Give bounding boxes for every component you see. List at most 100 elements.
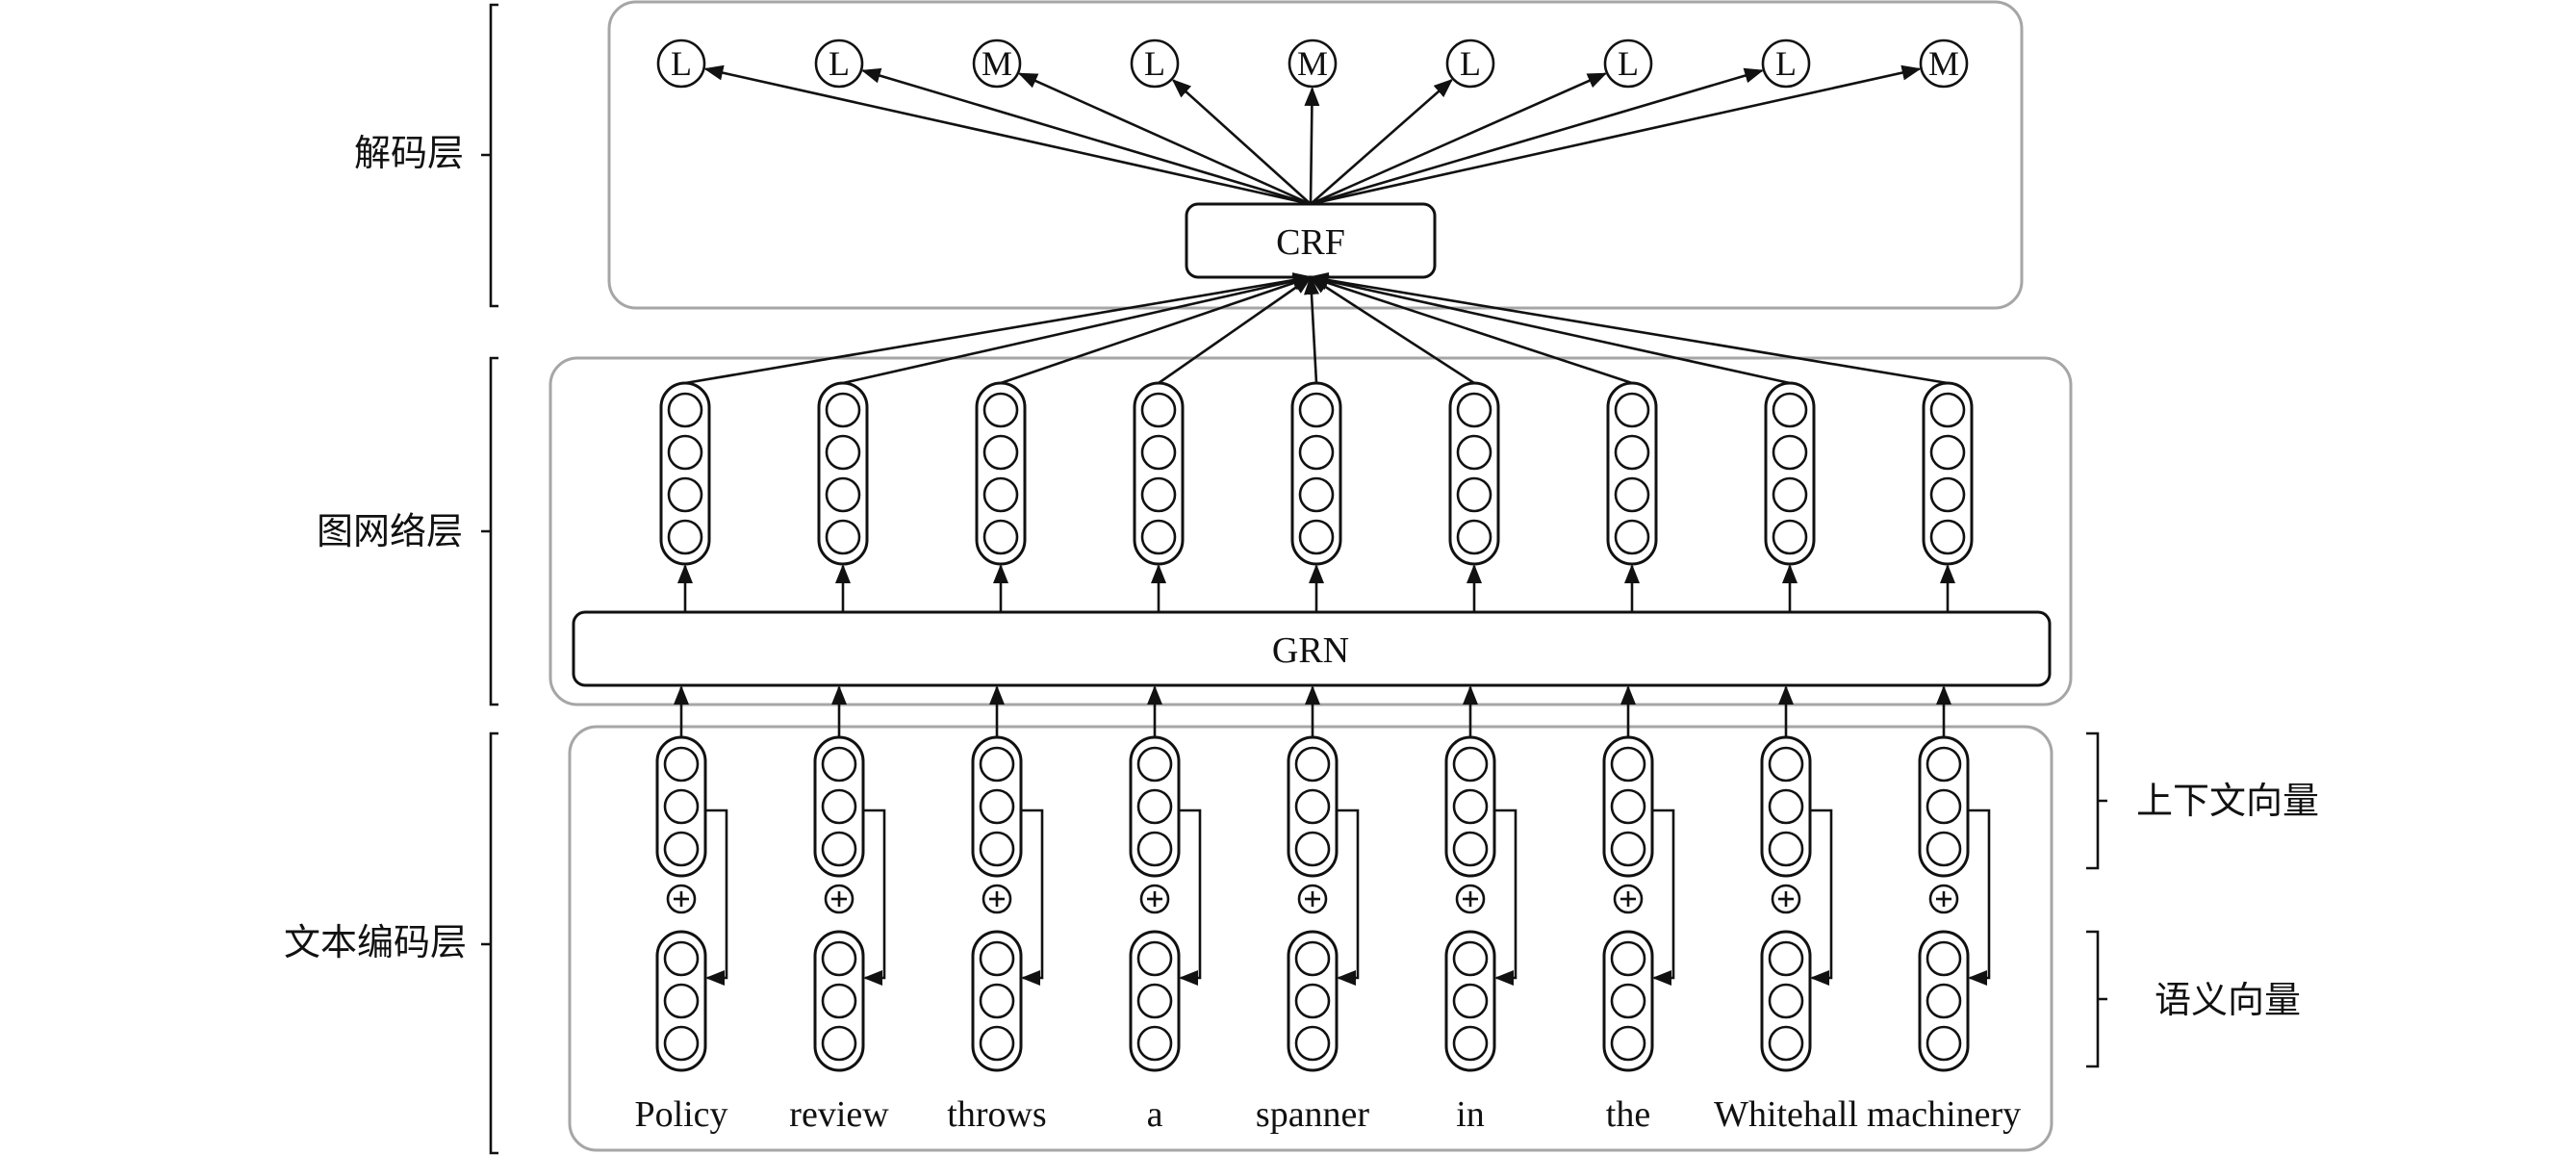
graph-output-vector-4 bbox=[1133, 381, 1185, 566]
semantic-neuron bbox=[663, 1025, 700, 1062]
semantic-vector-1 bbox=[655, 930, 707, 1072]
crf-to-tag-arrow bbox=[1310, 72, 1608, 206]
semantic-neuron bbox=[1294, 1025, 1331, 1062]
graph-output-vector-9 bbox=[1922, 381, 1974, 566]
context-neuron bbox=[663, 746, 700, 783]
graph-output-neuron bbox=[1772, 392, 1808, 428]
graph-output-neuron bbox=[1614, 392, 1650, 428]
semantic-neuron bbox=[663, 983, 700, 1019]
graph-output-vector-2 bbox=[817, 381, 869, 566]
token-whitehall: Whitehall bbox=[1714, 1094, 1858, 1135]
crf-to-tag-arrow bbox=[1310, 78, 1453, 205]
text-encoding-layer-label: 文本编码层 bbox=[284, 921, 467, 963]
token-review: review bbox=[789, 1094, 889, 1135]
tag-label-7: L bbox=[1618, 44, 1639, 83]
token-throws: throws bbox=[947, 1094, 1046, 1135]
graph-network-layer-bracket bbox=[481, 356, 498, 706]
context-neuron bbox=[1294, 788, 1331, 825]
context-semantic-link bbox=[863, 808, 886, 986]
context-vector-2 bbox=[813, 735, 865, 878]
connection-arrows bbox=[674, 64, 1991, 986]
semantic-neuron bbox=[1768, 940, 1804, 977]
context-vector-6 bbox=[1444, 735, 1496, 878]
token-spanner: spanner bbox=[1256, 1094, 1370, 1135]
graph-to-crf-arrow bbox=[1309, 273, 1791, 385]
context-vector-9 bbox=[1918, 735, 1970, 878]
graph-output-neuron bbox=[1298, 476, 1335, 513]
context-semantic-link bbox=[1810, 808, 1833, 986]
context-neuron bbox=[1768, 746, 1804, 783]
context-neuron bbox=[663, 788, 700, 825]
graph-output-vector-outline bbox=[659, 381, 711, 566]
graph-output-neuron bbox=[1772, 519, 1808, 555]
token-a: a bbox=[1147, 1094, 1163, 1135]
graph-to-crf-arrow bbox=[1309, 275, 1633, 385]
decoding-layer-panel bbox=[607, 0, 2024, 310]
token-in: in bbox=[1456, 1094, 1485, 1135]
semantic-vector-2 bbox=[813, 930, 865, 1072]
context-neuron bbox=[979, 831, 1015, 867]
semantic-neuron bbox=[1452, 940, 1489, 977]
tag-label-6: L bbox=[1460, 44, 1481, 83]
semantic-vector-7 bbox=[1602, 930, 1654, 1072]
graph-to-crf-arrow bbox=[684, 272, 1313, 385]
graph-output-neuron bbox=[1140, 392, 1177, 428]
semantic-neuron bbox=[1294, 983, 1331, 1019]
graph-output-neuron bbox=[1298, 519, 1335, 555]
semantic-neuron bbox=[1136, 983, 1173, 1019]
tag-circle bbox=[1919, 38, 1969, 89]
graph-to-crf-arrow bbox=[1158, 275, 1313, 385]
context-vector-bracket bbox=[2086, 732, 2107, 870]
graph-output-neuron bbox=[1298, 434, 1335, 471]
semantic-vector-4 bbox=[1129, 930, 1181, 1072]
graph-output-vector-outline bbox=[1290, 381, 1342, 566]
graph-output-neuron bbox=[825, 434, 861, 471]
graph-output-neuron bbox=[1929, 476, 1966, 513]
crf-label: CRF bbox=[1276, 222, 1345, 263]
context-neuron bbox=[1452, 788, 1489, 825]
graph-output-neuron bbox=[1772, 476, 1808, 513]
graph-to-crf-arrow bbox=[1309, 275, 1475, 385]
graph-output-neuron bbox=[1929, 392, 1966, 428]
context-semantic-link bbox=[1494, 808, 1518, 986]
context-neuron bbox=[979, 746, 1015, 783]
semantic-neuron bbox=[1136, 940, 1173, 977]
semantic-vector-9 bbox=[1918, 930, 1970, 1072]
graph-output-vector-outline bbox=[1922, 381, 1974, 566]
tag-circle bbox=[1761, 38, 1811, 89]
text-encoding-layer-bracket bbox=[481, 732, 498, 1155]
graph-output-neuron bbox=[1929, 519, 1966, 555]
semantic-neuron bbox=[1294, 940, 1331, 977]
context-vector-7 bbox=[1602, 735, 1654, 878]
graph-output-vector-1 bbox=[659, 381, 711, 566]
semantic-vector-label: 语义向量 bbox=[2155, 979, 2301, 1021]
context-neuron bbox=[1610, 788, 1646, 825]
context-neuron bbox=[821, 788, 857, 825]
graph-output-vector-7 bbox=[1606, 381, 1658, 566]
semantic-neuron bbox=[821, 940, 857, 977]
context-neuron bbox=[1294, 831, 1331, 867]
graph-output-neuron bbox=[982, 476, 1019, 513]
graph-output-vector-8 bbox=[1764, 381, 1816, 566]
context-vector-1 bbox=[655, 735, 707, 878]
crf-to-tag-arrow bbox=[1017, 72, 1312, 206]
graph-output-vector-outline bbox=[1606, 381, 1658, 566]
context-neuron bbox=[1610, 831, 1646, 867]
tag-circle bbox=[656, 38, 706, 89]
semantic-neuron bbox=[1768, 983, 1804, 1019]
token-machinery: machinery bbox=[1867, 1094, 2021, 1135]
context-neuron bbox=[1136, 746, 1173, 783]
decoding-layer-bracket bbox=[481, 3, 498, 308]
graph-output-neuron bbox=[1140, 476, 1177, 513]
context-neuron bbox=[821, 831, 857, 867]
token-the: the bbox=[1606, 1094, 1650, 1135]
crf-to-tag-arrow bbox=[1304, 86, 1320, 205]
graph-output-neuron bbox=[667, 519, 703, 555]
context-neuron bbox=[1294, 746, 1331, 783]
tag-circle bbox=[1288, 38, 1338, 89]
crf-to-tag-arrow bbox=[861, 67, 1312, 206]
tag-label-4: L bbox=[1144, 44, 1165, 83]
graph-output-vector-6 bbox=[1448, 381, 1500, 566]
context-semantic-link bbox=[1968, 808, 1991, 986]
graph-output-vector-outline bbox=[1133, 381, 1185, 566]
